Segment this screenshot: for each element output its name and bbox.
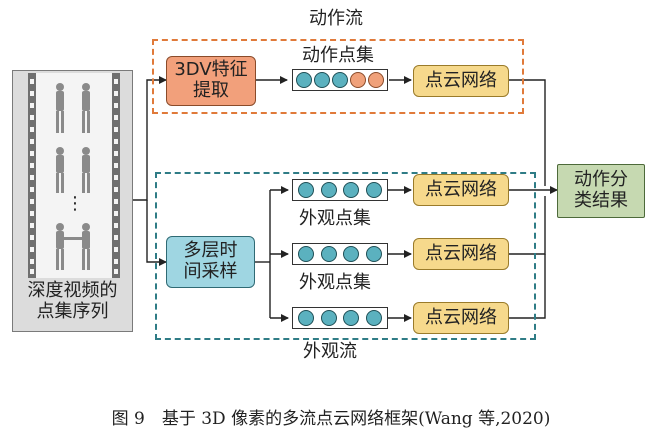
point-marker — [320, 310, 337, 326]
line-network-3-out — [509, 254, 546, 319]
point-marker — [343, 310, 360, 326]
film-strip: ⋮ — [28, 73, 120, 278]
point-marker — [320, 246, 337, 262]
arrow-to-temporal-sampling — [146, 200, 167, 266]
appearance-stream-label: 外观流 — [303, 341, 357, 362]
point-marker — [365, 310, 382, 326]
appearance-point-set-sequence-1 — [292, 179, 388, 201]
point-marker — [314, 72, 330, 88]
appearance-point-set-label-2: 外观点集 — [299, 272, 371, 293]
point-cloud-network-action: 点云网络 — [413, 65, 509, 97]
appearance-stream-frame — [155, 172, 536, 340]
action-classification-result-box: 动作分 类结果 — [557, 164, 645, 218]
point-marker — [298, 310, 315, 326]
point-marker — [320, 182, 337, 198]
point-marker — [298, 246, 315, 262]
film-rail-right — [112, 73, 120, 278]
point-marker — [298, 182, 315, 198]
point-marker — [350, 72, 366, 88]
depth-video-sequence-label: 深度视频的 点集序列 — [27, 280, 118, 322]
action-point-set-sequence — [292, 69, 388, 91]
point-cloud-network-appearance-1: 点云网络 — [413, 174, 509, 206]
figure-caption: 图 9 基于 3D 像素的多流点云网络框架(Wang 等,2020) — [111, 409, 551, 429]
point-marker — [296, 72, 312, 88]
feature-extract-box: 3DV特征 提取 — [166, 56, 256, 106]
arrow-to-feature-extract — [133, 76, 167, 201]
appearance-point-set-label-1: 外观点集 — [299, 208, 371, 229]
point-marker — [365, 246, 382, 262]
temporal-sampling-box: 多层时 间采样 — [166, 236, 255, 288]
point-marker — [343, 246, 360, 262]
line-action-network-to-result — [509, 79, 546, 186]
action-stream-label: 动作流 — [309, 8, 363, 29]
point-marker — [332, 72, 348, 88]
point-cloud-network-appearance-2: 点云网络 — [413, 238, 509, 270]
point-marker — [368, 72, 384, 88]
point-cloud-frames-image — [56, 83, 90, 270]
point-marker — [343, 182, 360, 198]
frame-ellipsis: ⋮ — [66, 193, 84, 214]
film-rail-left — [28, 73, 36, 278]
action-stream-frame — [152, 39, 524, 114]
appearance-point-set-sequence-2 — [292, 243, 388, 265]
point-marker — [365, 182, 382, 198]
appearance-point-set-sequence-3 — [292, 307, 388, 329]
action-point-set-label: 动作点集 — [302, 45, 374, 66]
point-cloud-network-appearance-3: 点云网络 — [413, 302, 509, 334]
